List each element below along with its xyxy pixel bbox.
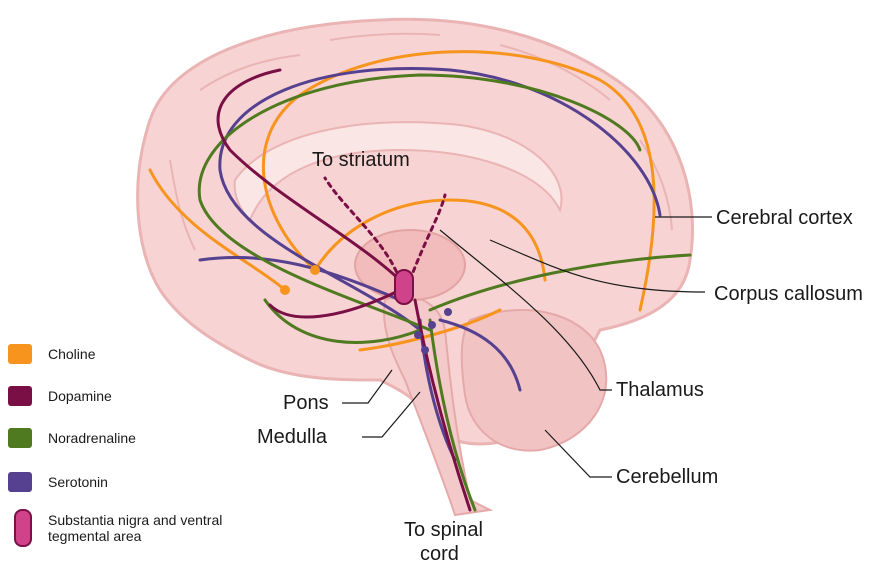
legend-item-serotonin: Serotonin	[8, 470, 108, 494]
choline-nucleus-2	[280, 285, 290, 295]
legend-item-dopamine: Dopamine	[8, 384, 112, 408]
corpus-callosum-label: Corpus callosum	[714, 284, 863, 304]
thalamus-label: Thalamus	[616, 380, 704, 400]
legend-item-choline: Choline	[8, 342, 95, 366]
legend-label-sn-line2: tegmental area	[48, 528, 141, 544]
to-striatum-label: To striatum	[312, 150, 410, 170]
legend-item-substantia-nigra: Substantia nigra and ventral tegmental a…	[8, 508, 222, 548]
legend-label-choline: Choline	[48, 346, 95, 362]
noradrenaline-swatch	[8, 428, 32, 448]
legend-item-noradrenaline: Noradrenaline	[8, 426, 136, 450]
legend-label-serotonin: Serotonin	[48, 474, 108, 490]
choline-swatch	[8, 344, 32, 364]
dopamine-swatch	[8, 386, 32, 406]
medulla-label: Medulla	[257, 427, 327, 447]
serotonin-swatch	[8, 472, 32, 492]
cerebral-cortex-label: Cerebral cortex	[716, 208, 853, 228]
substantia-nigra-swatch	[14, 509, 32, 547]
legend-label-sn-line1: Substantia nigra and ventral	[48, 512, 222, 528]
pons-label: Pons	[283, 393, 329, 413]
legend-label-substantia-nigra: Substantia nigra and ventral tegmental a…	[48, 512, 222, 544]
substantia-nigra-marker	[395, 270, 413, 304]
legend-label-noradrenaline: Noradrenaline	[48, 430, 136, 446]
choline-nucleus	[310, 265, 320, 275]
legend-label-dopamine: Dopamine	[48, 388, 112, 404]
to-spinal-cord-label-line1: To spinal	[404, 520, 483, 540]
to-spinal-cord-label-line2: cord	[420, 544, 459, 564]
cerebellum-label: Cerebellum	[616, 467, 718, 487]
